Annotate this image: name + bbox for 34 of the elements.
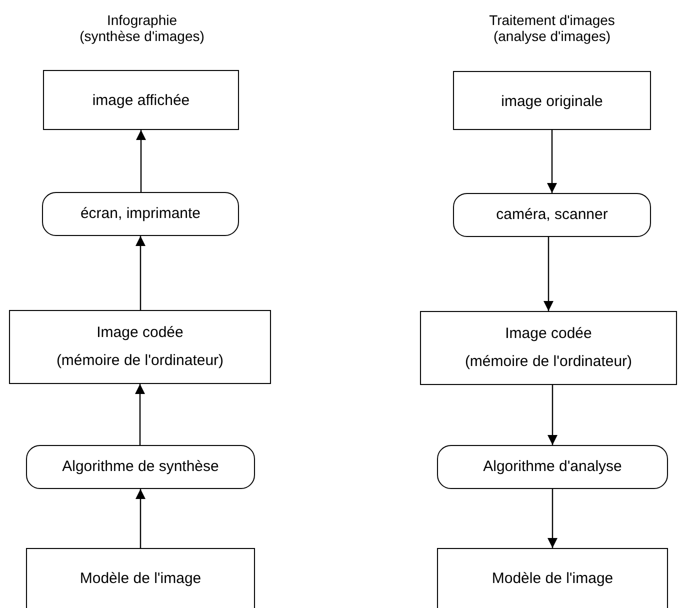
arrow — [136, 236, 146, 310]
arrow — [544, 237, 554, 311]
box-text: Image codée — [505, 324, 592, 344]
box-text: écran, imprimante — [80, 204, 201, 224]
box-text: Algorithme d'analyse — [483, 457, 622, 477]
box-text: Modèle de l'image — [80, 569, 202, 589]
box-text: Algorithme de synthèse — [62, 457, 219, 477]
column-heading: (synthèse d'images) — [78, 28, 206, 44]
box-text: (mémoire de l'ordinateur) — [464, 352, 632, 372]
arrow — [548, 385, 558, 445]
arrow — [136, 489, 146, 548]
box-text: caméra, scanner — [496, 205, 608, 225]
rounded-box — [42, 192, 239, 236]
column-heading: Infographie — [106, 12, 178, 28]
rounded-box — [437, 445, 668, 489]
arrow — [548, 489, 558, 548]
process-box — [437, 548, 668, 608]
box-text: Modèle de l'image — [492, 569, 614, 589]
box-text: image originale — [501, 92, 603, 112]
column-heading: Traitement d'images — [488, 12, 616, 28]
arrow — [136, 130, 146, 192]
box-text: Image codée — [96, 323, 184, 343]
process-box — [43, 70, 239, 130]
arrow — [547, 130, 557, 193]
process-box — [453, 71, 651, 130]
box-text: (mémoire de l'ordinateur) — [56, 351, 224, 371]
rounded-box — [26, 445, 255, 489]
arrow — [135, 384, 145, 445]
process-box — [420, 311, 677, 385]
column-heading: (analyse d'images) — [492, 28, 612, 44]
rounded-box — [453, 193, 651, 237]
process-box — [9, 310, 271, 384]
process-box — [26, 548, 255, 608]
box-text: image affichée — [92, 91, 190, 111]
